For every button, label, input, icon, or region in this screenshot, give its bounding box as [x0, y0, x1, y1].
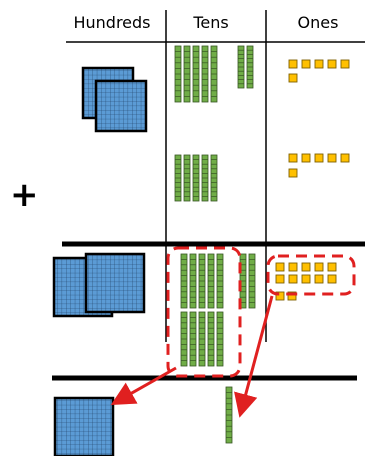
ten-rod-icon — [189, 311, 197, 367]
one-unit-icon — [327, 153, 337, 163]
ten-rod-icon — [237, 45, 245, 89]
regroup-arrow-icon — [234, 295, 274, 418]
ones-regroup-outline — [266, 254, 356, 296]
one-unit-icon — [327, 59, 337, 69]
one-unit-icon — [288, 59, 298, 69]
ten-rod-icon — [201, 45, 209, 103]
header-ones: Ones — [298, 13, 339, 32]
hundred-flat-icon — [94, 79, 148, 133]
one-unit-icon — [288, 73, 298, 83]
one-unit-icon — [327, 274, 337, 284]
ten-rod-icon — [210, 45, 218, 103]
ten-rod-icon — [225, 386, 233, 444]
one-unit-icon — [340, 153, 350, 163]
ten-rod-icon — [189, 253, 197, 309]
base-ten-blocks — [52, 45, 350, 456]
one-unit-icon — [288, 274, 298, 284]
ten-rod-icon — [174, 45, 182, 103]
one-unit-icon — [314, 274, 324, 284]
one-unit-icon — [314, 59, 324, 69]
ten-rod-icon — [201, 154, 209, 202]
one-unit-icon — [275, 291, 285, 301]
one-unit-icon — [275, 274, 285, 284]
plus-operator: + — [10, 175, 39, 215]
ten-rod-icon — [246, 45, 254, 89]
ten-rod-icon — [198, 253, 206, 309]
header-tens: Tens — [192, 13, 228, 32]
regroup-arrow-icon — [110, 366, 177, 405]
one-unit-icon — [301, 153, 311, 163]
one-unit-icon — [287, 291, 297, 301]
one-unit-icon — [314, 153, 324, 163]
tens-regroup-outline — [166, 246, 242, 378]
one-unit-icon — [340, 59, 350, 69]
ten-rod-icon — [216, 253, 224, 309]
one-unit-icon — [288, 262, 298, 272]
ten-rod-icon — [183, 45, 191, 103]
one-unit-icon — [314, 262, 324, 272]
ten-rod-icon — [198, 311, 206, 367]
ten-rod-icon — [207, 253, 215, 309]
one-unit-icon — [327, 262, 337, 272]
one-unit-icon — [275, 262, 285, 272]
ten-rod-icon — [192, 154, 200, 202]
hundred-flat-icon — [84, 252, 146, 314]
ten-rod-icon — [192, 45, 200, 103]
ten-rod-icon — [183, 154, 191, 202]
hundred-flat-icon — [53, 396, 115, 456]
ten-rod-icon — [180, 253, 188, 309]
one-unit-icon — [301, 274, 311, 284]
ten-rod-icon — [248, 253, 256, 309]
ten-rod-icon — [207, 311, 215, 367]
ten-rod-icon — [180, 311, 188, 367]
one-unit-icon — [301, 59, 311, 69]
ten-rod-icon — [174, 154, 182, 202]
ten-rod-icon — [216, 311, 224, 367]
one-unit-icon — [288, 168, 298, 178]
ten-rod-icon — [210, 154, 218, 202]
header-hundreds: Hundreds — [73, 13, 150, 32]
one-unit-icon — [288, 153, 298, 163]
one-unit-icon — [301, 262, 311, 272]
